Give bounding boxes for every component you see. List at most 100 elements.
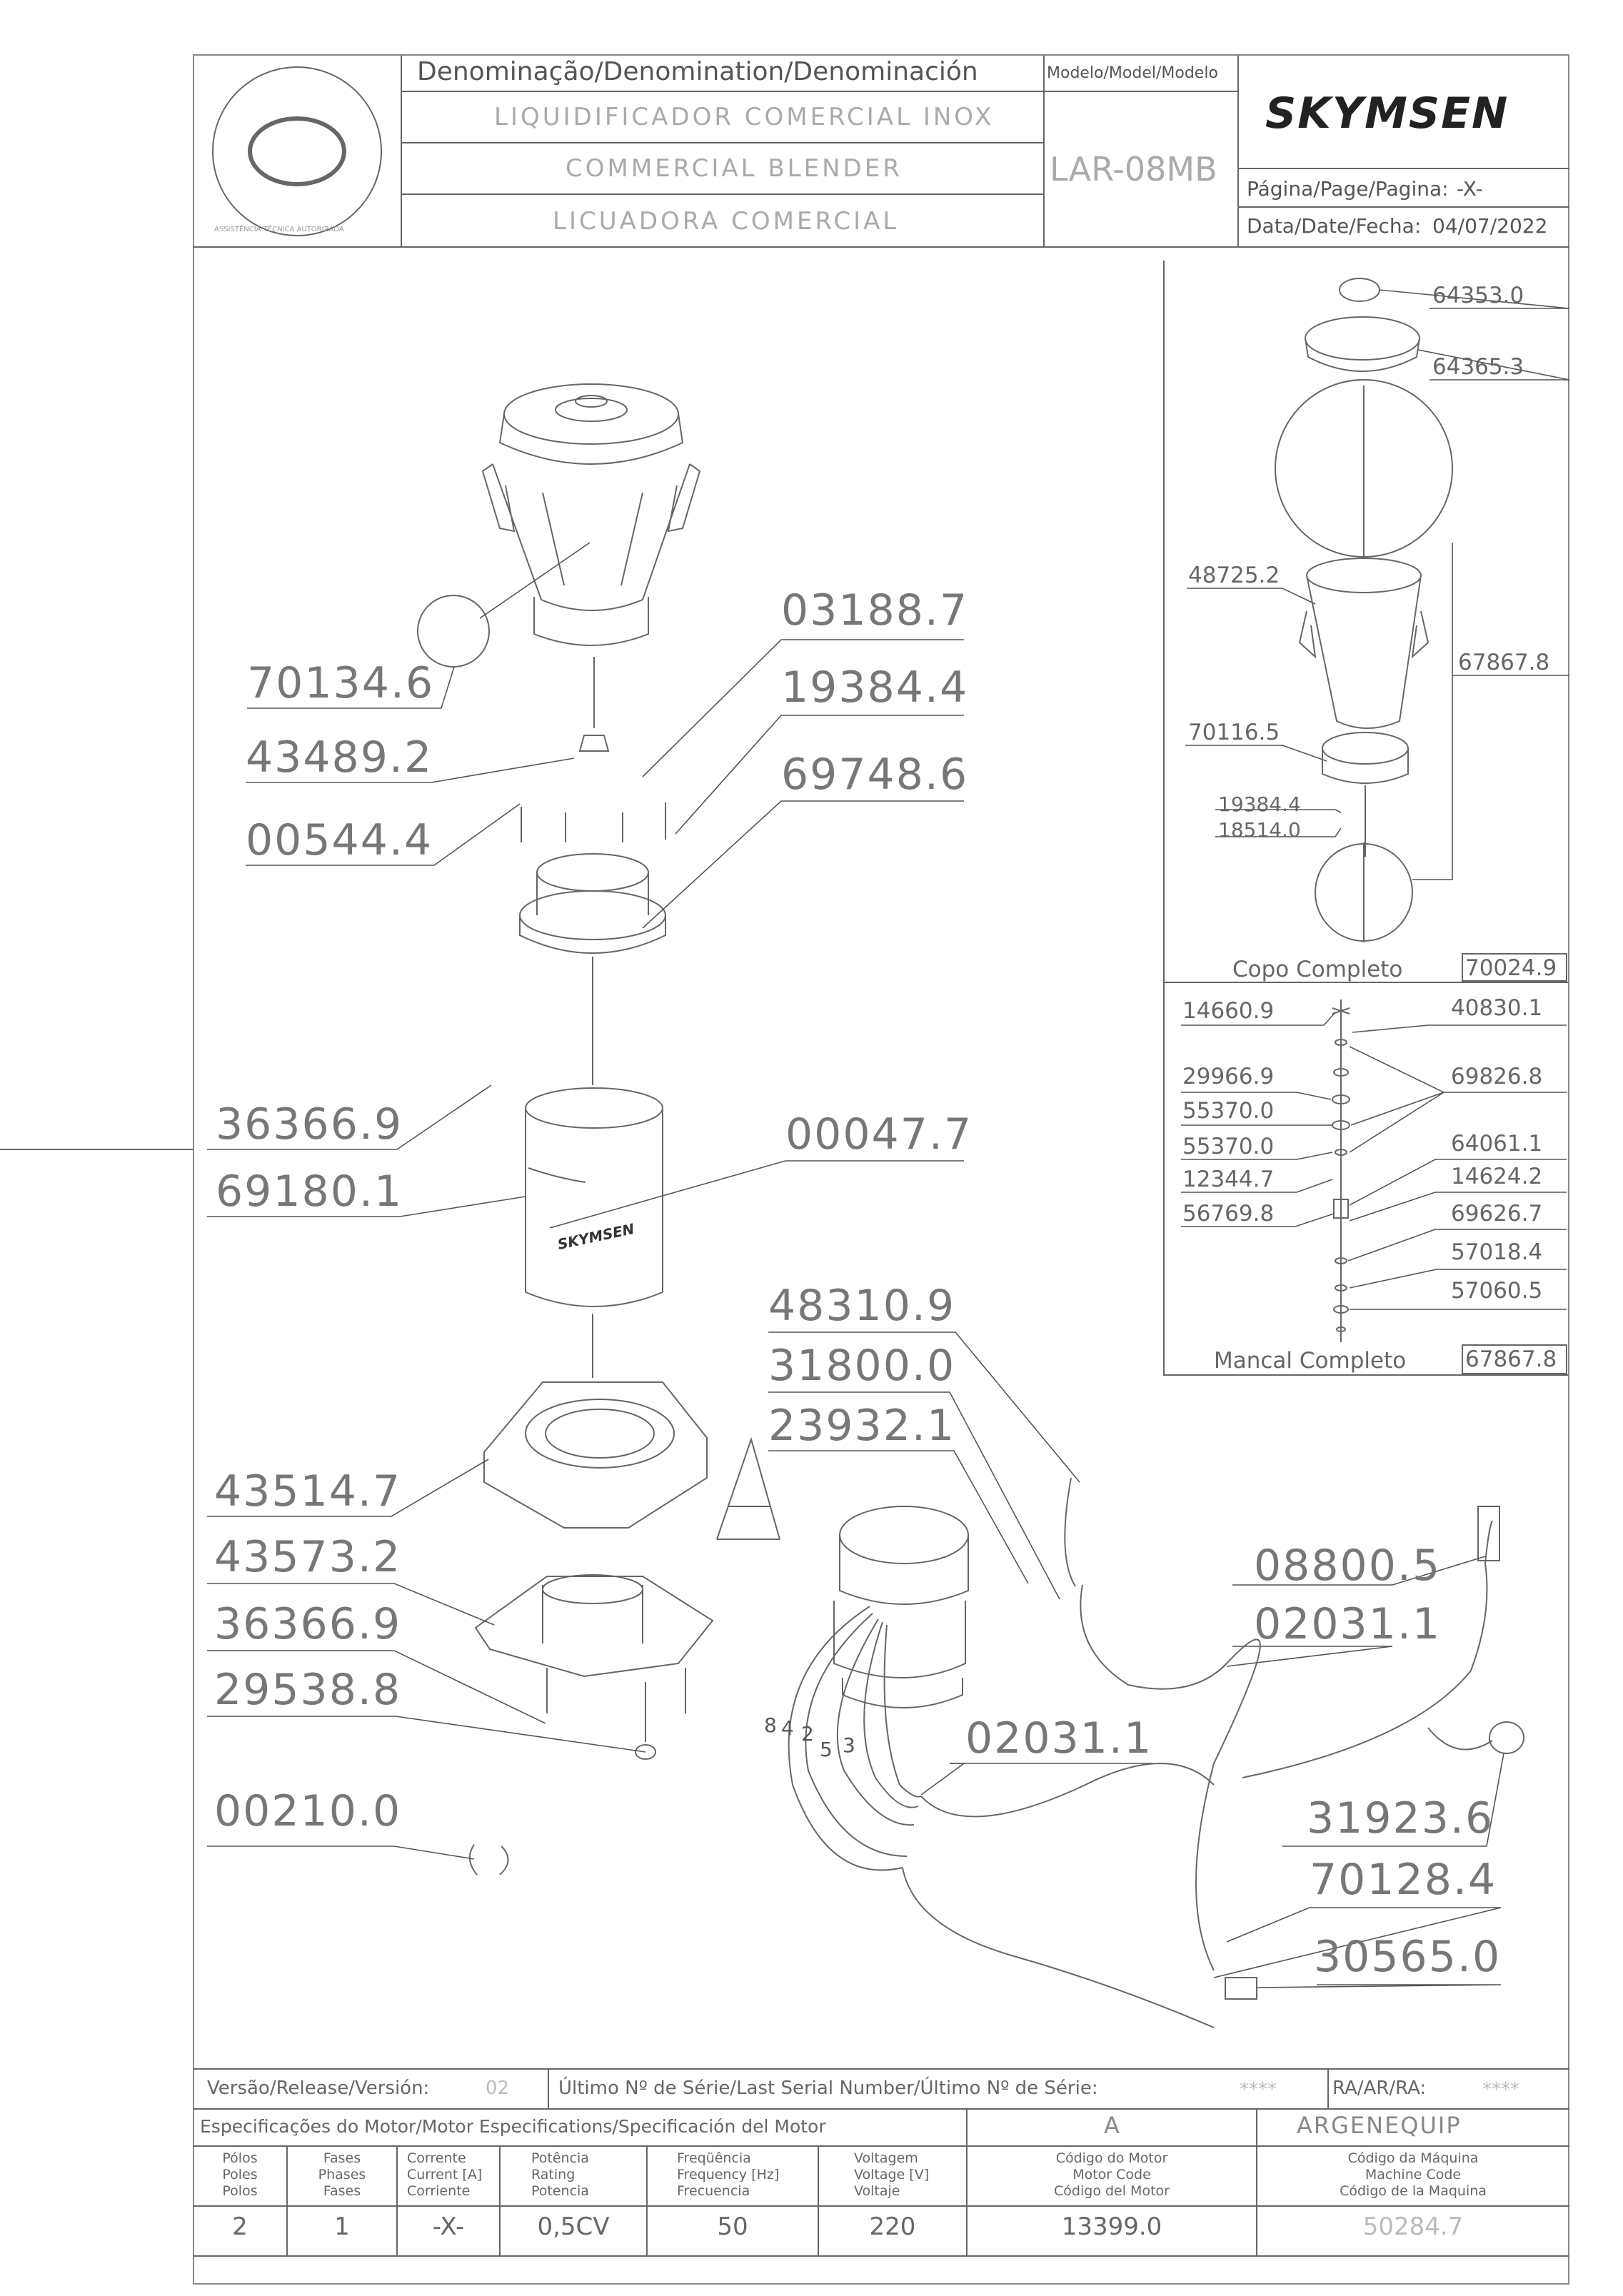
spec-col-motor-code: Código do Motor Motor Code Código del Mo… <box>967 2150 1257 2241</box>
spec-value: 13399.0 <box>1061 2212 1162 2241</box>
mancal-part-label: 57060.5 <box>1451 1278 1543 1304</box>
part-label: 36366.9 <box>214 1599 402 1649</box>
part-label: 31923.6 <box>1307 1793 1494 1843</box>
part-label: 70128.4 <box>1310 1855 1497 1905</box>
part-label: 02031.1 <box>1254 1599 1442 1649</box>
copo-part-label: 64353.0 <box>1432 283 1524 308</box>
spec-header: Pólos <box>222 2150 258 2166</box>
mancal-part-label: 29966.9 <box>1182 1064 1275 1089</box>
spec-header: Machine Code <box>1365 2167 1462 2182</box>
mancal-part-label: 55370.0 <box>1182 1134 1275 1159</box>
part-label: 23932.1 <box>768 1401 956 1451</box>
copo-title: Copo Completo <box>1232 957 1403 982</box>
spec-header: Corriente <box>407 2183 471 2199</box>
spec-value: 2 <box>232 2212 248 2241</box>
spec-header: Phases <box>318 2167 366 2182</box>
part-label: 08800.5 <box>1254 1541 1442 1591</box>
mancal-part-label: 64061.1 <box>1451 1131 1543 1157</box>
mancal-part-label: 57018.4 <box>1451 1239 1543 1265</box>
model-label: Modelo/Model/Modelo <box>1047 64 1218 82</box>
spec-header: Código de la Maquina <box>1340 2183 1487 2199</box>
part-label: 19384.4 <box>781 663 969 713</box>
spec-col-phases: Fases Phases Fases 1 <box>287 2150 397 2241</box>
brand-logo: SKYMSEN <box>1265 89 1509 139</box>
mancal-part-label: 56769.8 <box>1182 1201 1275 1227</box>
spec-value: 50 <box>717 2212 748 2241</box>
part-label: 00210.0 <box>214 1786 402 1836</box>
version-label: Versão/Release/Versión: <box>207 2078 430 2099</box>
spec-value: -X- <box>432 2212 465 2241</box>
mancal-title: Mancal Completo <box>1214 1348 1407 1374</box>
copo-part-label: 67867.8 <box>1458 650 1550 675</box>
part-label: 43489.2 <box>246 732 433 782</box>
part-label: 69748.6 <box>781 750 969 800</box>
wire-number: 5 <box>820 1738 833 1761</box>
part-label: 00544.4 <box>246 815 433 865</box>
spec-header: Voltaje <box>854 2183 900 2199</box>
ra-label: RA/AR/RA: <box>1332 2078 1427 2099</box>
spec-header: Fases <box>323 2150 361 2166</box>
part-label: 48310.9 <box>768 1281 956 1331</box>
wire-number: 8 <box>764 1713 777 1737</box>
serial-value: **** <box>1240 2079 1277 2100</box>
spec-header: Frecuencia <box>677 2183 750 2199</box>
spec-header: Current [A] <box>407 2167 483 2182</box>
spec-col-current: Corrente Current [A] Corriente -X- <box>397 2150 500 2241</box>
version-value: 02 <box>486 2078 510 2099</box>
model-value: LAR-08MB <box>1050 150 1217 188</box>
spec-header: Motor Code <box>1072 2167 1151 2182</box>
spec-col-poles: Pólos Poles Polos 2 <box>193 2150 287 2241</box>
copo-part-label: 19384.4 <box>1218 792 1301 816</box>
page-value: -X- <box>1457 177 1483 201</box>
product-name-es: LICUADORA COMERCIAL <box>553 207 900 236</box>
spec-col-machine-code: Código da Máquina Machine Code Código de… <box>1257 2150 1569 2241</box>
serial-label: Último Nº de Série/Last Serial Number/Úl… <box>558 2078 1098 2099</box>
spec-col-voltage: Voltagem Voltage [V] Voltaje 220 <box>818 2150 967 2241</box>
spec-header: Poles <box>222 2167 258 2182</box>
spec-header: Corrente <box>407 2150 466 2166</box>
mancal-part-label: 69626.7 <box>1451 1201 1543 1227</box>
spec-col-frequency: Freqüência Frequency [Hz] Frecuencia 50 <box>647 2150 818 2241</box>
mancal-part-label: 40830.1 <box>1451 995 1543 1021</box>
section-letter-a: A <box>717 1439 790 1539</box>
spec-header: Fases <box>323 2183 361 2199</box>
spec-value: 0,5CV <box>537 2212 610 2241</box>
part-label: 69180.1 <box>216 1167 403 1217</box>
copo-part-label: 48725.2 <box>1188 563 1280 588</box>
spec-header: Rating <box>531 2167 576 2182</box>
part-label: 31800.0 <box>768 1341 956 1391</box>
part-label: 29538.8 <box>214 1665 402 1715</box>
date-label: Data/Date/Fecha: <box>1247 214 1422 238</box>
motor-letter: A <box>1104 2112 1120 2139</box>
spec-col-rating: Potência Rating Potencia 0,5CV <box>500 2150 647 2241</box>
copo-part-label: 18514.0 <box>1218 818 1301 842</box>
spec-header: Frequency [Hz] <box>677 2167 780 2182</box>
spec-header: Freqüência <box>677 2150 751 2166</box>
date-value: 04/07/2022 <box>1432 214 1548 238</box>
copo-code: 70024.9 <box>1465 955 1557 981</box>
part-label: 36366.9 <box>216 1099 403 1149</box>
denomination-label: Denominação/Denomination/Denominación <box>417 57 978 86</box>
spec-header: Potência <box>531 2150 589 2166</box>
spec-header: Voltage [V] <box>854 2167 930 2182</box>
copo-part-label: 70116.5 <box>1188 720 1280 745</box>
spec-header: Código do Motor <box>1055 2150 1168 2166</box>
mancal-part-label: 69826.8 <box>1451 1064 1543 1089</box>
part-label: 03188.7 <box>781 585 969 635</box>
part-label: 02031.1 <box>965 1713 1153 1763</box>
wire-number: 3 <box>843 1733 855 1757</box>
part-label: 43573.2 <box>214 1532 402 1582</box>
mancal-part-label: 14624.2 <box>1451 1164 1543 1189</box>
motor-spec-label: Especificações do Motor/Motor Especifica… <box>200 2116 826 2137</box>
copo-part-label: 64365.3 <box>1432 354 1524 380</box>
spec-value: 220 <box>869 2212 916 2241</box>
part-label: 00047.7 <box>785 1109 973 1159</box>
wire-number: 2 <box>801 1722 814 1746</box>
mancal-code: 67867.8 <box>1465 1346 1557 1372</box>
spec-value: 1 <box>334 2212 350 2241</box>
mancal-part-label: 14660.9 <box>1182 998 1275 1024</box>
wire-number: 4 <box>781 1716 794 1740</box>
spec-header: Código da Máquina <box>1347 2150 1479 2166</box>
spec-header: Potencia <box>531 2183 589 2199</box>
